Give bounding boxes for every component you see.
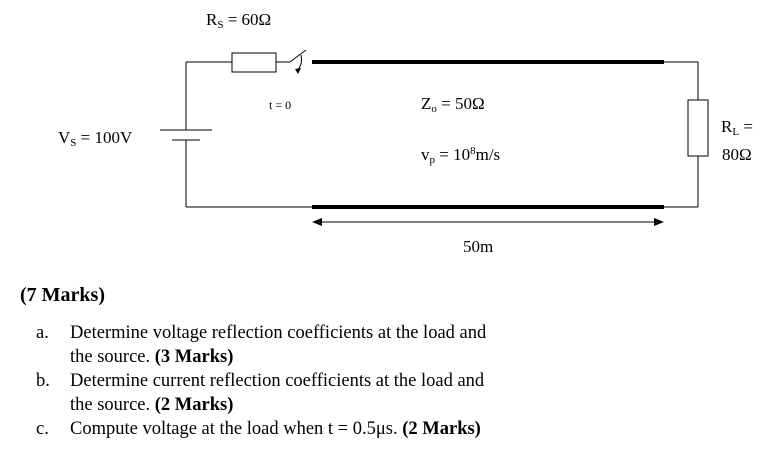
length-arrowhead-right	[654, 218, 664, 226]
question-line1: Determine voltage reflection coefficient…	[70, 323, 487, 343]
vp-value: = 10	[435, 145, 471, 164]
question-text: Compute voltage at the load when t = 0.5…	[70, 417, 656, 441]
rs-value: = 60Ω	[223, 10, 272, 29]
question-text: Determine current reflection coefficient…	[70, 369, 656, 417]
vs-symbol: V	[58, 128, 71, 147]
question-line2: the source.	[70, 347, 155, 367]
vs-subscript: S	[70, 137, 77, 149]
rl-subscript: L	[732, 126, 740, 138]
rl-label: RL =	[721, 117, 753, 138]
vp-symbol: v	[421, 145, 430, 164]
question-letter: a.	[36, 323, 49, 343]
z0-subscript: o	[431, 103, 437, 115]
question-line1: Determine current reflection coefficient…	[70, 371, 485, 391]
question-b: b. Determine current reflection coeffici…	[36, 369, 656, 417]
length-label: 50m	[463, 237, 494, 256]
question-letter: c.	[36, 419, 49, 439]
vs-label: VS = 100V	[58, 128, 132, 149]
switch-arrowhead	[295, 68, 301, 74]
question-line2: the source.	[70, 395, 155, 415]
question-line1: Compute voltage at the load when t = 0.5…	[70, 419, 403, 439]
rs-subscript: S	[217, 19, 224, 31]
rs-label: RS = 60Ω	[206, 10, 271, 31]
marks-heading: (7 Marks)	[20, 284, 105, 306]
rl-value: 80Ω	[722, 145, 752, 164]
circuit-diagram	[160, 49, 709, 226]
rl-symbol: R	[721, 117, 733, 136]
z0-symbol: Z	[421, 94, 432, 113]
question-c: c. Compute voltage at the load when t = …	[36, 417, 656, 441]
load-resistor	[687, 99, 709, 157]
question-letter: b.	[36, 371, 50, 391]
question-marks: (2 Marks)	[154, 395, 234, 415]
question-text: Determine voltage reflection coefficient…	[70, 321, 656, 369]
question-list: a. Determine voltage reflection coeffici…	[36, 321, 656, 441]
rs-symbol: R	[206, 10, 218, 29]
z0-value: = 50Ω	[436, 94, 485, 113]
z0-label: Zo = 50Ω	[421, 94, 485, 115]
source-resistor	[231, 52, 277, 73]
rl-equals: =	[739, 117, 753, 136]
vp-exponent: 8	[470, 145, 476, 157]
vp-subscript: p	[429, 154, 436, 166]
vp-unit: m/s	[475, 145, 501, 164]
length-arrowhead-left	[312, 218, 322, 226]
question-marks: (2 Marks)	[402, 419, 481, 439]
vp-label: vp = 108m/s	[421, 145, 500, 166]
question-a: a. Determine voltage reflection coeffici…	[36, 321, 656, 369]
switch-arrow	[297, 54, 303, 71]
question-marks: (3 Marks)	[154, 347, 234, 367]
switch-time-label: t = 0	[269, 98, 292, 112]
switch-blade	[289, 49, 307, 63]
vs-value: = 100V	[76, 128, 133, 147]
